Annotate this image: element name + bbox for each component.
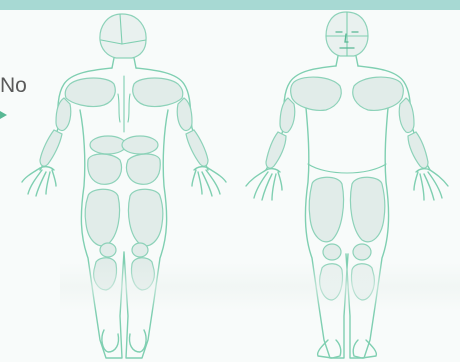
back-left-calf[interactable] [94, 258, 117, 290]
front-right-hand[interactable] [414, 169, 448, 200]
back-left-thigh[interactable] [85, 189, 119, 246]
back-left-heel[interactable] [102, 330, 119, 352]
back-left-shoulder[interactable] [65, 78, 115, 107]
back-right-heel[interactable] [129, 330, 146, 352]
body-figure-back [8, 0, 240, 362]
back-right-buttock[interactable] [127, 154, 161, 184]
front-right-knee[interactable] [353, 244, 371, 260]
front-left-knee[interactable] [323, 244, 341, 260]
back-right-knee[interactable] [132, 243, 148, 257]
front-left-chest[interactable] [291, 77, 342, 110]
front-right-upper-arm[interactable] [399, 98, 414, 133]
back-right-hand[interactable] [192, 167, 226, 196]
front-head[interactable] [326, 12, 368, 56]
body-figure-front [236, 0, 460, 362]
back-left-forearm[interactable] [40, 130, 62, 166]
front-left-forearm[interactable] [266, 132, 286, 168]
front-right-shin[interactable] [351, 264, 374, 300]
front-left-upper-arm[interactable] [280, 98, 295, 133]
back-left-buttock[interactable] [88, 154, 122, 184]
front-left-shin[interactable] [320, 264, 343, 300]
front-right-forearm[interactable] [408, 132, 428, 168]
back-head[interactable] [100, 14, 146, 58]
back-lower-left[interactable] [90, 136, 126, 154]
back-lower-right[interactable] [122, 136, 158, 154]
back-right-shoulder[interactable] [133, 78, 183, 107]
back-right-thigh[interactable] [128, 189, 162, 246]
back-left-knee[interactable] [100, 243, 116, 257]
back-right-calf[interactable] [131, 258, 154, 290]
front-right-thigh[interactable] [350, 177, 384, 242]
front-right-chest[interactable] [353, 77, 404, 110]
front-left-thigh[interactable] [309, 177, 343, 242]
back-left-hand[interactable] [22, 167, 56, 196]
back-right-forearm[interactable] [186, 130, 208, 166]
front-left-hand[interactable] [246, 169, 282, 200]
